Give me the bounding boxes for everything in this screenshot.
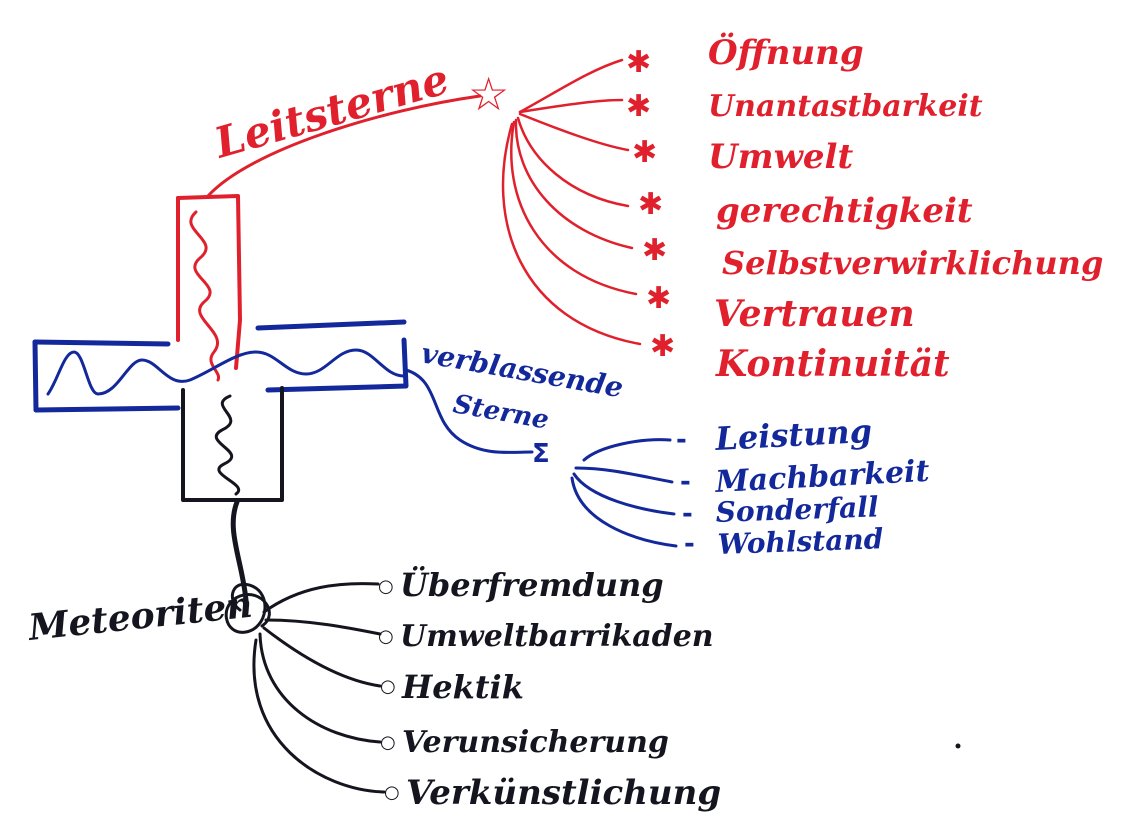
star-icon: ☆	[468, 67, 509, 121]
blue-branch-label-line1: verblassende	[419, 336, 626, 404]
red-branch: Leitsterne ☆ ✱ ✱ ✱ ✱ ✱ ✱ ✱ Öffnung Unant…	[206, 32, 1103, 385]
blue-horizontal-band	[32, 319, 409, 413]
circle-bullet-icon: ○	[378, 626, 394, 647]
dash-icon: -	[680, 467, 691, 497]
spiral-icon	[214, 394, 241, 496]
red-item-6: Vertrauen	[714, 293, 915, 335]
black-column-box	[181, 386, 284, 634]
spiral-icon	[189, 210, 221, 382]
asterisk-icon: ✱	[650, 329, 675, 364]
black-item-4: Verunsicherung	[402, 725, 669, 760]
red-item-3: Umwelt	[708, 137, 853, 177]
ink-dot	[955, 743, 961, 749]
spiral-icon: Σ	[532, 439, 550, 469]
circle-bullet-icon: ○	[378, 576, 394, 597]
dash-icon: -	[682, 499, 693, 529]
circle-bullet-icon: ○	[380, 732, 396, 753]
blue-branch-label-line2: Sterne	[451, 389, 551, 435]
red-item-2: Unantastbarkeit	[708, 89, 983, 124]
red-item-1: Öffnung	[708, 32, 864, 73]
black-item-5: Verkünstlichung	[406, 773, 721, 813]
dash-icon: -	[676, 425, 687, 455]
black-branch-label: Meteoriten	[25, 584, 255, 649]
blue-item-4: Wohlstand	[717, 522, 884, 561]
blue-item-3: Sonderfall	[715, 490, 879, 529]
dash-icon: -	[684, 529, 695, 559]
asterisk-icon: ✱	[646, 281, 671, 316]
black-item-1: Überfremdung	[400, 565, 664, 604]
circle-bullet-icon: ○	[380, 676, 396, 697]
red-item-7: Kontinuität	[715, 343, 950, 385]
circle-bullet-icon: ○	[384, 782, 400, 803]
asterisk-icon: ✱	[638, 187, 663, 222]
asterisk-icon: ✱	[632, 135, 657, 170]
asterisk-icon: ✱	[642, 233, 667, 268]
black-item-2: Umweltbarrikaden	[400, 619, 714, 654]
black-branch: Meteoriten ○ ○ ○ ○ ○ Überfremdung Umwelt…	[25, 565, 722, 813]
red-item-4: gerechtigkeit	[716, 191, 973, 231]
red-item-5: Selbstverwirklichung	[722, 244, 1103, 282]
red-column-box	[176, 194, 242, 382]
asterisk-icon: ✱	[626, 45, 651, 80]
asterisk-icon: ✱	[626, 89, 651, 124]
black-item-3: Hektik	[401, 668, 524, 706]
spiral-icon	[224, 582, 271, 634]
blue-item-1: Leistung	[713, 412, 872, 458]
red-branch-label: Leitsterne	[208, 54, 454, 168]
